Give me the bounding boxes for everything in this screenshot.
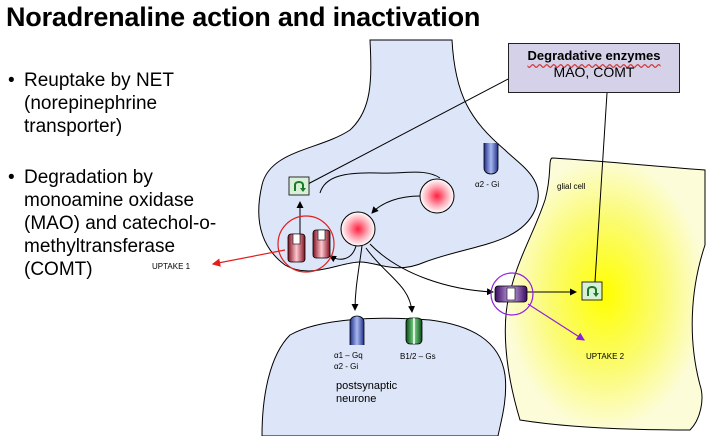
release-to-beta-arrow bbox=[365, 247, 416, 313]
released-noradrenaline bbox=[340, 211, 376, 247]
postsynaptic-neurone bbox=[261, 317, 507, 436]
uptake1-label: UPTAKE 1 bbox=[152, 262, 191, 271]
page-title: Noradrenaline action and inactivation bbox=[6, 2, 481, 32]
glial-cell bbox=[504, 157, 706, 431]
bullet-reuptake: • Reuptake by NET (norepinephrine transp… bbox=[8, 69, 263, 138]
release-to-alpha-arrow bbox=[351, 245, 363, 311]
uptake2-transporter bbox=[494, 285, 528, 303]
vesicle bbox=[419, 178, 455, 214]
uptake2-label: UPTAKE 2 bbox=[586, 352, 625, 361]
enzyme-arrow-icon bbox=[288, 176, 310, 196]
vesicle-pathway bbox=[319, 171, 441, 194]
postsynaptic-beta-label: B1/2 – Gs bbox=[400, 352, 436, 361]
bullet-dot: • bbox=[8, 70, 15, 91]
postsynaptic-alpha-receptor bbox=[349, 315, 365, 345]
glial-cell-label: glial cell bbox=[557, 182, 586, 191]
enzyme-line-presynaptic bbox=[305, 77, 511, 186]
enzyme-line-glial bbox=[594, 92, 608, 283]
release-to-transporter-arrow bbox=[329, 245, 357, 263]
uptake1-circle bbox=[277, 215, 335, 273]
bullet-text: Reuptake by NET (norepinephrine transpor… bbox=[24, 70, 174, 137]
postsynaptic-alpha2-label: α2 - Gi bbox=[334, 362, 359, 371]
postsynaptic-beta-receptor bbox=[405, 317, 423, 345]
uptake1-arrow bbox=[211, 249, 286, 267]
enzyme-arrow-icon bbox=[581, 281, 603, 301]
degradative-enzymes-box: Degradative enzymes MAO, COMT bbox=[508, 43, 680, 93]
bullet-dot: • bbox=[8, 167, 15, 188]
bullet-degradation: • Degradation by monoamine oxidase (MAO)… bbox=[8, 166, 263, 281]
enzymes-subtitle: MAO, COMT bbox=[553, 64, 635, 80]
enzymes-title: Degradative enzymes bbox=[527, 48, 661, 63]
release-to-uptake2-arrow bbox=[369, 243, 494, 296]
bullet-text: Degradation by monoamine oxidase (MAO) a… bbox=[24, 167, 217, 280]
vesicle-to-release-arrow bbox=[371, 195, 421, 214]
postsynaptic-alpha1-label: α1 – Gq bbox=[334, 351, 363, 360]
uptake2-circle bbox=[490, 272, 534, 316]
net-transporter bbox=[287, 229, 331, 263]
postsynaptic-neurone-label: postsynaptic neurone bbox=[336, 380, 398, 405]
presynaptic-receptor-label: α2 - Gi bbox=[475, 180, 500, 189]
uptake2-arrow bbox=[527, 303, 586, 341]
presynaptic-alpha2-receptor bbox=[483, 143, 499, 175]
